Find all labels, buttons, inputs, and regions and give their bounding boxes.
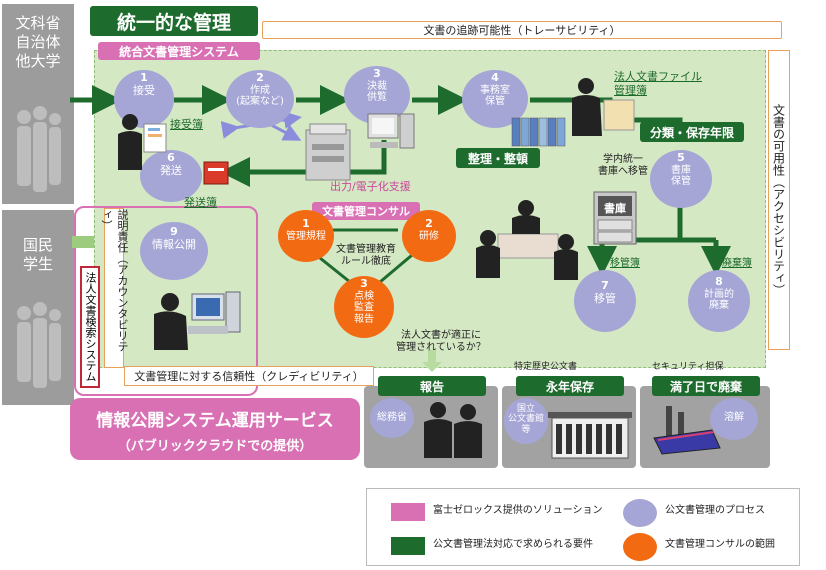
- permanent-requirement: 永年保存: [516, 376, 624, 396]
- report-requirement: 報告: [378, 376, 486, 396]
- consult-center-text: 文書管理教育 ルール徹底: [336, 244, 396, 267]
- legend-consult: 文書管理コンサルの範囲: [665, 539, 775, 550]
- archive-bubble-text: 国立 公文書館 等: [507, 404, 544, 435]
- process-node-8[interactable]: [688, 270, 750, 332]
- expiry-requirement: 満了日で廃棄: [652, 376, 760, 396]
- security-label: セキュリティ担保: [652, 362, 724, 372]
- consult-title: 文書管理コンサル: [312, 202, 420, 220]
- consult-node-1[interactable]: [278, 210, 334, 262]
- search-system-label: 法人文書検索システム: [80, 266, 100, 388]
- process-node-7[interactable]: [574, 270, 636, 332]
- building-icon: [548, 412, 632, 459]
- citizens-label: 国民学生: [22, 236, 53, 273]
- process-node-6[interactable]: [140, 150, 202, 202]
- special-docs-label: 特定歴史公文書: [514, 362, 578, 372]
- legend: 富士ゼロックス提供のソリューション 公文書管理法対応で求められる要件 公文書管理…: [366, 488, 800, 566]
- ministry-panel: 文科省自治体他大学: [2, 4, 74, 204]
- pc-icon: [367, 113, 415, 149]
- postbox-icon: [203, 161, 229, 185]
- transfer-book-link[interactable]: 移管簿: [610, 258, 640, 269]
- disclosure-outline: [74, 206, 258, 396]
- disposal-book-link[interactable]: 廃棄簿: [722, 258, 752, 269]
- legend-process: 公文書管理のプロセス: [665, 505, 765, 516]
- mgmt-book-link[interactable]: 管理簿: [614, 84, 647, 97]
- cabinet-icon: [593, 191, 637, 245]
- output-support-label: 出力/電子化支援: [330, 180, 411, 193]
- service-title: 情報公開システム運用サービス: [96, 411, 334, 431]
- legend-fuji: 富士ゼロックス提供のソリューション: [433, 505, 603, 516]
- copier-icon: [305, 123, 351, 181]
- person-at-computer-icon: [154, 291, 241, 350]
- page-title: 統一的な管理: [90, 6, 258, 36]
- binders-icon: [511, 117, 566, 147]
- legend-swatch-process: [623, 499, 657, 527]
- legend-swatch-law: [391, 537, 425, 555]
- ministry-label: 文科省自治体他大学: [15, 14, 61, 70]
- credibility-bar: 文書管理に対する信頼性（クレディビリティ）: [124, 366, 374, 386]
- archive-bubble: [504, 398, 548, 444]
- integrated-system-label: 統合文書管理システム: [98, 42, 260, 60]
- accessibility-bar: 文書の可用性（アクセシビリティ）: [768, 50, 790, 350]
- classify-requirement: 分類・保存年限: [640, 122, 744, 142]
- dissolve-bubble-text: 溶解: [724, 412, 744, 423]
- corp-file-link[interactable]: 法人文書ファイル: [614, 70, 702, 83]
- person-filing-icon: [572, 78, 635, 136]
- cloud-service-banner[interactable]: 情報公開システム運用サービス （パブリッククラウドでの提供）: [70, 398, 360, 460]
- person-reading-icon: [118, 114, 167, 170]
- accountability-bar: 説明責任（アカウンタビリティ）: [100, 208, 129, 368]
- organize-requirement: 整理・整頓: [456, 148, 540, 168]
- people-silhouette: [17, 302, 61, 388]
- question-text: 法人文書が適正に 管理されているか？: [396, 330, 486, 353]
- meeting-icon: [476, 200, 578, 280]
- traceability-bar: 文書の追跡可能性（トレーサビリティ）: [262, 21, 782, 39]
- presenters-icon: [424, 402, 482, 458]
- send-book-link[interactable]: 発送簿: [184, 196, 217, 209]
- storage-label: 書庫: [604, 202, 626, 215]
- process-node-5[interactable]: [650, 150, 712, 208]
- legend-swatch-fuji: [391, 503, 425, 521]
- people-silhouette: [17, 106, 61, 192]
- ministry-bubble: [370, 398, 414, 438]
- legend-swatch-consult: [623, 533, 657, 561]
- receipt-book-link[interactable]: 接受簿: [170, 118, 203, 131]
- process-node-2[interactable]: [226, 70, 294, 128]
- legend-law: 公文書管理法対応で求められる要件: [433, 539, 593, 550]
- service-subtitle: （パブリッククラウドでの提供）: [117, 439, 313, 454]
- process-node-9[interactable]: [140, 222, 208, 280]
- consult-node-2[interactable]: [402, 210, 456, 262]
- dissolve-bubble: [710, 398, 758, 440]
- ministry-bubble-text: 総務省: [377, 412, 407, 423]
- factory-icon: [653, 406, 721, 455]
- consult-node-3[interactable]: [334, 276, 394, 338]
- citizens-panel: 国民学生: [2, 210, 74, 405]
- transfer-note: 学内統一 書庫へ移管: [598, 154, 648, 177]
